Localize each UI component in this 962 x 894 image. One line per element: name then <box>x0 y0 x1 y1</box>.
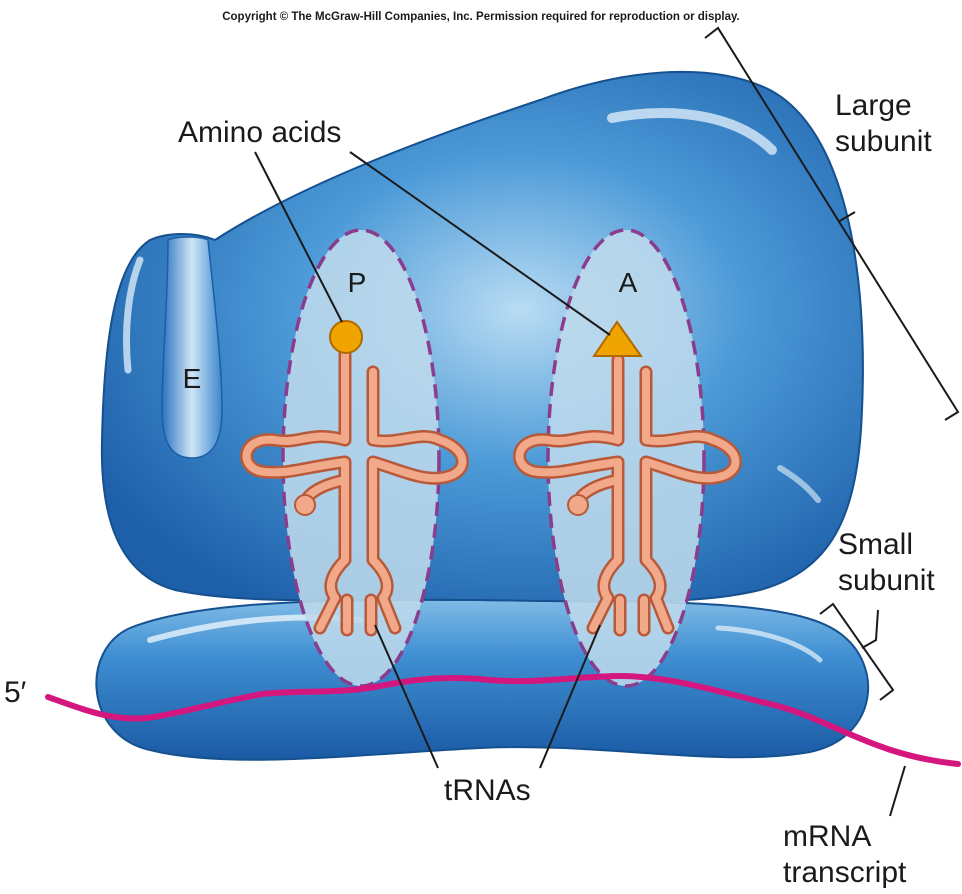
p-site-label: P <box>348 267 367 298</box>
e-site-label: E <box>183 363 202 394</box>
copyright-notice: Copyright © The McGraw-Hill Companies, I… <box>222 11 740 23</box>
large-subunit-label-line2: subunit <box>835 125 932 158</box>
small-subunit-label-line1: Small <box>838 528 913 561</box>
large-subunit-label-line1: Large <box>835 89 912 122</box>
five-prime-label: 5′ <box>4 676 27 709</box>
mrna-leader <box>890 766 905 816</box>
mrna-label-line1: mRNA <box>783 820 871 853</box>
small-subunit-bracket-tick <box>862 610 878 648</box>
mrna-label-line2: transcript <box>783 856 907 889</box>
amino-acids-label: Amino acids <box>178 116 341 149</box>
small-subunit-label-line2: subunit <box>838 564 935 597</box>
a-site-label: A <box>619 267 638 298</box>
p-site-amino-acid <box>330 321 362 353</box>
p-site-region <box>283 230 439 686</box>
trnas-label: tRNAs <box>444 774 531 807</box>
